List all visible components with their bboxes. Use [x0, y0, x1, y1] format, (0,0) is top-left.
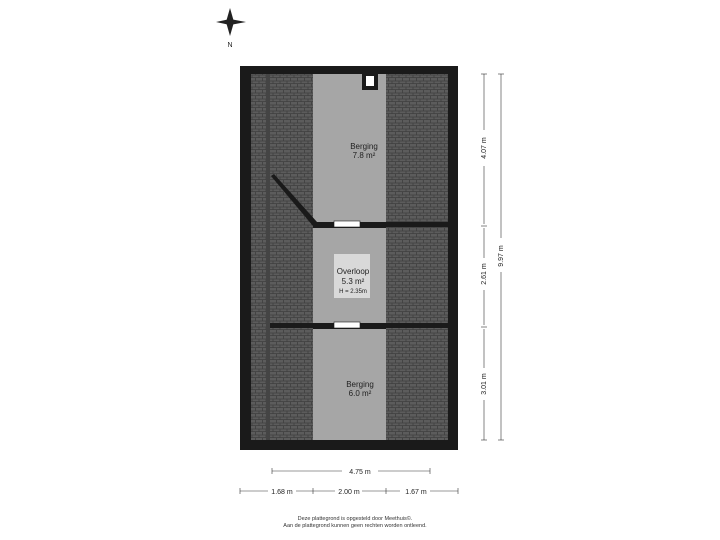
dim-segments-width [239, 488, 459, 494]
dim-total-depth [498, 73, 504, 441]
room-label-bottom: Berging [346, 380, 374, 389]
door-top [333, 220, 361, 228]
door-bottom [333, 321, 361, 329]
room-area-bottom: 6.0 m² [349, 389, 372, 398]
dim-bottom-depth-label: 3.01 m [481, 373, 488, 395]
room-berging-bottom [313, 329, 386, 440]
dim-total-width [271, 468, 431, 474]
dim-left-width-label: 1.68 m [271, 489, 293, 496]
north-label: N [227, 42, 232, 49]
roof-left [251, 74, 313, 440]
chimney-opening [366, 76, 374, 86]
room-height-middle: H = 2.35m [339, 289, 367, 295]
dim-center-width-label: 2.00 m [338, 489, 360, 496]
room-area-middle: 5.3 m² [342, 277, 365, 286]
room-berging-top [313, 74, 386, 224]
footer-line-2: Aan de plattegrond kunnen geen rechten w… [283, 523, 427, 529]
dim-top-depth-label: 4.07 m [481, 137, 488, 159]
stair-opening [334, 254, 370, 298]
room-area-top: 7.8 m² [353, 151, 376, 160]
dim-right-width-label: 1.67 m [405, 489, 427, 496]
footer-line-1: Deze plattegrond is opgesteld door Meeth… [297, 516, 413, 522]
room-label-top: Berging [350, 142, 378, 151]
dim-total-depth-label: 9.97 m [498, 245, 505, 267]
dim-total-width-label: 4.75 m [349, 469, 371, 476]
compass-rose-icon [214, 8, 246, 36]
dim-middle-depth-label: 2.61 m [481, 263, 488, 285]
room-label-middle: Overloop [337, 267, 370, 276]
dim-segments-depth [481, 73, 487, 441]
roof-right [386, 74, 448, 440]
